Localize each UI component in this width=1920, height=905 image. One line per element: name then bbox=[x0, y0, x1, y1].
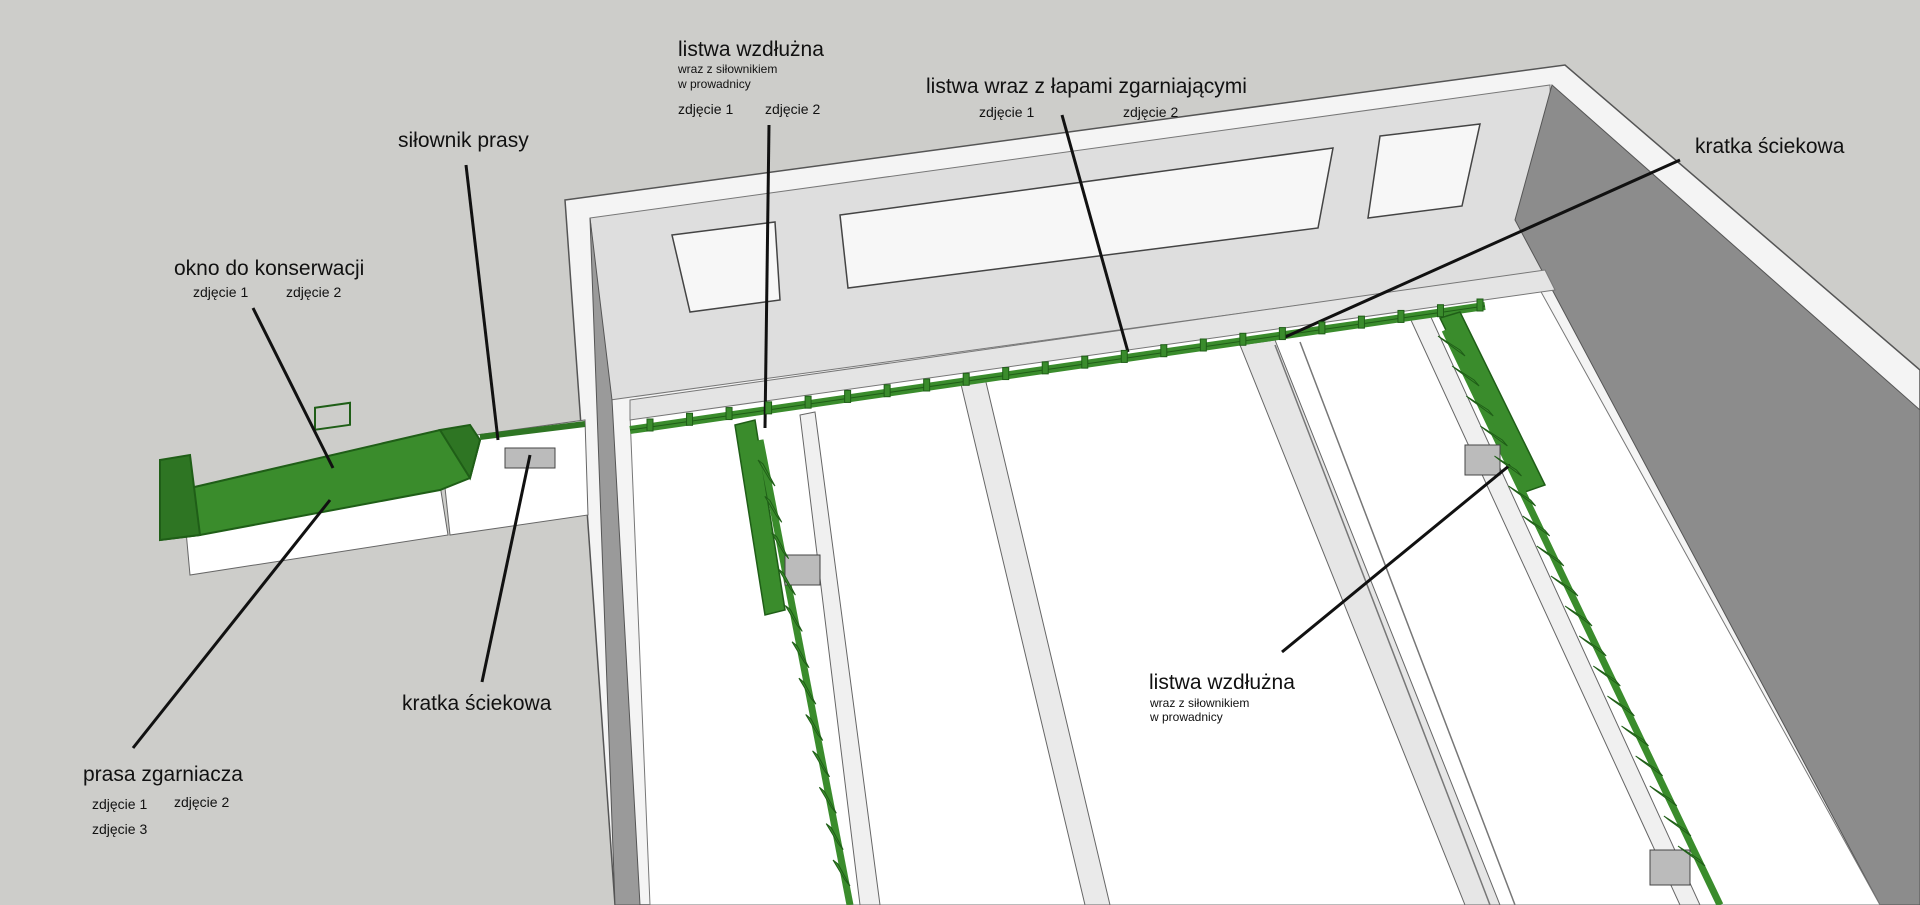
top-bar-bracket-1 bbox=[646, 418, 654, 432]
label-kratka-mid-title: kratka ściekowa bbox=[402, 692, 552, 715]
top-bar-bracket-10 bbox=[1002, 367, 1010, 381]
label-listwa-bottom-sub2: w prowadnicy bbox=[1150, 710, 1223, 724]
label-listwa-top-photo-2[interactable]: zdjęcie 2 bbox=[765, 101, 821, 117]
top-bar-bracket-18 bbox=[1318, 321, 1326, 335]
right-bar-claw-18 bbox=[1677, 845, 1706, 867]
label-prasa-photo-3[interactable]: zdjęcie 3 bbox=[92, 821, 148, 837]
back-wall-opening-3 bbox=[1367, 123, 1481, 219]
top-bar-bracket-16 bbox=[1239, 332, 1247, 346]
back-wall-opening-2 bbox=[839, 147, 1334, 289]
left-bar-claw-9 bbox=[812, 750, 830, 778]
label-listwa-bottom-sub1: wraz z siłownikiem bbox=[1150, 696, 1250, 710]
right-bar-claw-17 bbox=[1663, 815, 1692, 837]
right-bar-claw-12 bbox=[1592, 665, 1621, 687]
label-okno-title: okno do konserwacji bbox=[174, 257, 365, 280]
label-prasa-photo-2[interactable]: zdjęcie 2 bbox=[174, 794, 230, 810]
left-bar-claw-12 bbox=[832, 859, 851, 887]
floor-channel-1 bbox=[799, 411, 881, 905]
top-bar-bracket-12 bbox=[1081, 355, 1089, 369]
top-bar-bracket-22 bbox=[1476, 298, 1484, 312]
top-bar-bracket-6 bbox=[844, 389, 852, 403]
right-bar-claw-2 bbox=[1451, 365, 1480, 387]
left-bar-claw-8 bbox=[805, 714, 824, 741]
top-bar-bracket-13 bbox=[1120, 349, 1128, 363]
right-bar-claw-1 bbox=[1437, 335, 1466, 357]
top-bar-bracket-20 bbox=[1397, 309, 1405, 323]
top-bar-bracket-8 bbox=[923, 378, 931, 392]
left-bar-claw-11 bbox=[825, 823, 844, 850]
left-wall bbox=[589, 217, 641, 905]
longitudinal-bar-top bbox=[629, 302, 1486, 434]
right-wall bbox=[1514, 84, 1920, 905]
right-bar-claw-14 bbox=[1621, 725, 1649, 747]
left-bar-claw-5 bbox=[784, 605, 803, 632]
top-bar-bracket-14 bbox=[1160, 344, 1168, 358]
label-listwa-top-sub2: w prowadnicy bbox=[678, 77, 751, 91]
left-bar-claw-6 bbox=[791, 641, 810, 669]
left-bar-claw-7 bbox=[798, 677, 817, 705]
label-prasa-title: prasa zgarniacza bbox=[83, 763, 243, 786]
right-bar-claw-13 bbox=[1607, 695, 1635, 717]
press-body bbox=[159, 401, 586, 542]
top-bar-bracket-17 bbox=[1278, 327, 1286, 341]
left-bar-claw-10 bbox=[818, 786, 837, 814]
top-bar-bracket-19 bbox=[1357, 315, 1365, 329]
left-bar-claw-2 bbox=[764, 495, 783, 523]
drain-grates bbox=[504, 444, 1691, 886]
right-bar-claw-11 bbox=[1578, 635, 1607, 657]
right-bar-claw-10 bbox=[1564, 605, 1593, 627]
maintenance-window bbox=[314, 401, 351, 431]
top-bar-bracket-15 bbox=[1199, 338, 1207, 352]
label-listwa-bottom-title: listwa wzdłużna bbox=[1149, 671, 1295, 694]
building bbox=[564, 64, 1920, 905]
left-bar-claw-4 bbox=[778, 568, 796, 596]
longitudinal-bar-left bbox=[734, 419, 854, 905]
top-bar-bracket-2 bbox=[686, 412, 694, 426]
right-bar-claw-9 bbox=[1550, 575, 1579, 597]
label-prasa-photo-1[interactable]: zdjęcie 1 bbox=[92, 796, 148, 812]
right-bar-claw-7 bbox=[1522, 515, 1551, 537]
label-kratka-right-title: kratka ściekowa bbox=[1695, 135, 1845, 158]
right-bar-claw-3 bbox=[1465, 395, 1494, 417]
right-bar-claw-4 bbox=[1480, 425, 1508, 447]
ladder-rail bbox=[1274, 341, 1516, 905]
top-bar-bracket-9 bbox=[962, 372, 970, 386]
wall-ledge bbox=[629, 269, 1556, 421]
right-bar-claw-16 bbox=[1649, 785, 1678, 807]
label-listwa-top-title: listwa wzdłużna bbox=[678, 38, 824, 61]
left-bar-claw-1 bbox=[757, 459, 776, 487]
top-bar-bracket-4 bbox=[765, 401, 773, 415]
top-bar-bracket-7 bbox=[883, 384, 891, 398]
top-bar-bracket-3 bbox=[725, 407, 733, 421]
label-okno-photo-2[interactable]: zdjęcie 2 bbox=[286, 284, 342, 300]
right-bar-claw-8 bbox=[1536, 545, 1565, 567]
top-bar-bracket-21 bbox=[1436, 304, 1444, 318]
top-bar-bracket-5 bbox=[804, 395, 812, 409]
back-wall-opening-1 bbox=[671, 221, 781, 313]
label-silownik-title: siłownik prasy bbox=[398, 129, 529, 152]
left-bar-claw-3 bbox=[771, 532, 790, 560]
label-lapy-photo-1[interactable]: zdjęcie 1 bbox=[979, 104, 1035, 120]
right-bar-claw-6 bbox=[1508, 485, 1536, 507]
label-lapy-title: listwa wraz z łapami zgarniającymi bbox=[926, 75, 1247, 98]
label-listwa-top-photo-1[interactable]: zdjęcie 1 bbox=[678, 101, 734, 117]
top-bar-bracket-11 bbox=[1041, 361, 1049, 375]
label-okno-photo-1[interactable]: zdjęcie 1 bbox=[193, 284, 249, 300]
right-bar-claw-5 bbox=[1494, 455, 1522, 477]
leader-lines bbox=[131, 114, 1681, 749]
right-bar-claw-15 bbox=[1635, 755, 1664, 777]
label-lapy-photo-2[interactable]: zdjęcie 2 bbox=[1123, 104, 1179, 120]
label-listwa-top-sub1: wraz z siłownikiem bbox=[678, 62, 778, 76]
